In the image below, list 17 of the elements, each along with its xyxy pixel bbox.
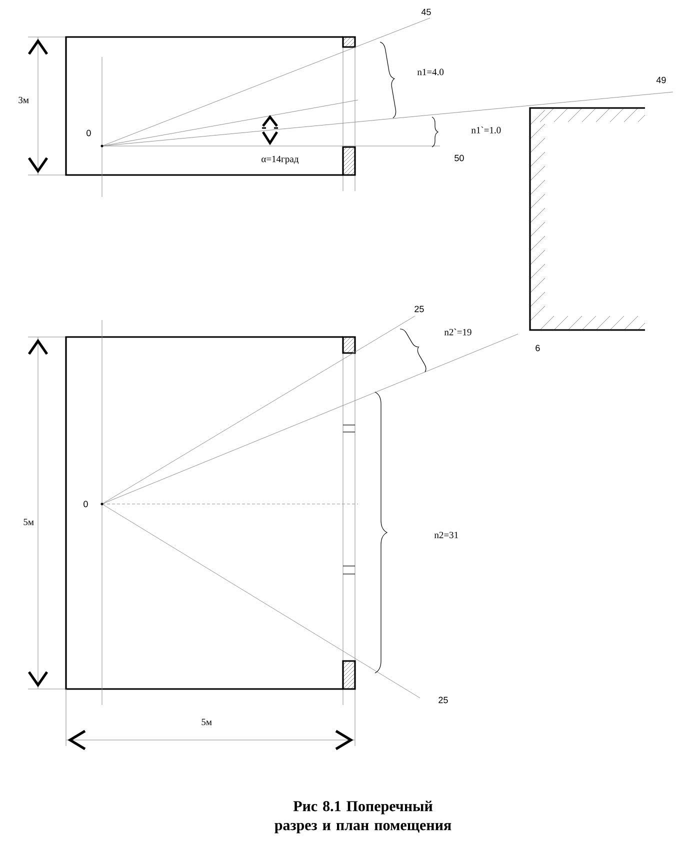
brace-label: n1=4.0 (417, 68, 444, 76)
brace-label: n2=31 (434, 532, 458, 538)
dimension-label: 5м (202, 718, 212, 726)
point-label: 0 (84, 500, 88, 508)
ray-number: 45 (421, 8, 431, 16)
point-label: 0 (86, 130, 91, 136)
brace-label: n2`=19 (444, 328, 472, 336)
ray-number: 49 (656, 76, 666, 84)
ray-number: 6 (536, 344, 540, 352)
caption: Рис 8.1 Поперечный разрез и план помещения (274, 800, 452, 834)
ray-number: 25 (414, 306, 424, 312)
ray-number: 25 (438, 696, 448, 704)
ray-number: 50 (454, 154, 464, 162)
dimension-label: 3м (18, 96, 29, 104)
dimension-label: 5м (24, 518, 34, 526)
angle-label: α=14град (262, 156, 299, 164)
brace-label: n1`=1.0 (471, 126, 501, 134)
